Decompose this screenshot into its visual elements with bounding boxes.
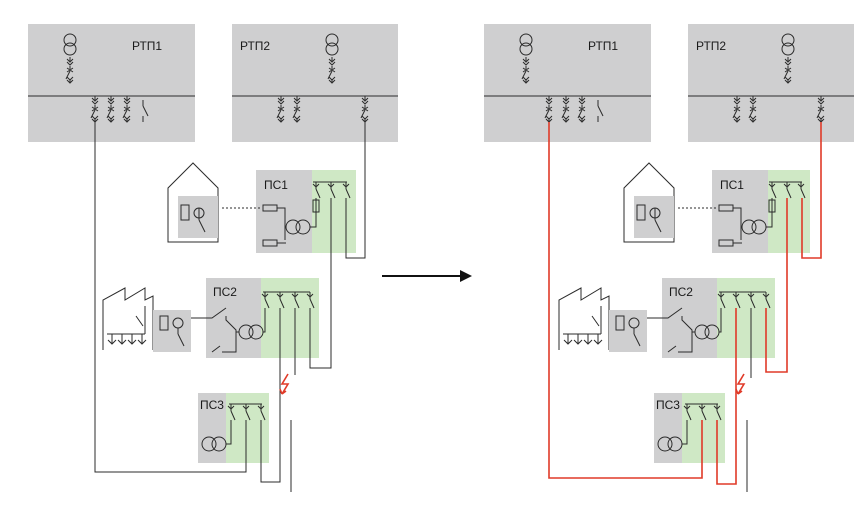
ps3-label: ПС3 <box>200 398 224 412</box>
ps1-label: ПС1 <box>720 178 744 192</box>
rtp1-panel <box>28 24 195 142</box>
ps2-label: ПС2 <box>213 285 237 299</box>
ps1-panel-gray <box>712 170 768 253</box>
rtp2-label: РТП2 <box>240 39 270 53</box>
ps3-panel-green <box>226 393 269 463</box>
ps3-panel-green <box>682 393 725 463</box>
after-diagram: РТП1 РТП2 ПС1 <box>484 24 854 492</box>
house-icon <box>167 162 219 243</box>
ps3-panel-gray <box>198 393 226 463</box>
fault-lightning-icon <box>735 373 745 395</box>
before-diagram: РТП1 РТП2 ПС1 <box>28 24 398 492</box>
ps3-panel-gray <box>654 393 682 463</box>
rtp2-panel <box>232 24 398 142</box>
ps1-panel-gray <box>256 170 312 253</box>
arrow-right-icon <box>382 270 472 282</box>
ps2-panel-gray <box>662 278 717 358</box>
ps1-substation: ПС1 <box>678 170 810 253</box>
rtp1-substation: РТП1 <box>28 24 195 142</box>
rtp2-substation: РТП2 <box>688 24 854 142</box>
ps3-substation: ПС3 <box>198 393 269 463</box>
rtp2-panel <box>688 24 854 142</box>
rtp2-substation: РТП2 <box>232 24 398 142</box>
ps2-label: ПС2 <box>669 285 693 299</box>
feeder-cables <box>94 122 366 492</box>
rtp1-label: РТП1 <box>132 39 162 53</box>
ps2-substation: ПС2 <box>191 278 319 358</box>
ps3-substation: ПС3 <box>654 393 725 463</box>
ps2-substation: ПС2 <box>647 278 775 358</box>
factory-icon <box>558 287 647 352</box>
rtp2-label: РТП2 <box>696 39 726 53</box>
ps2-panel-green <box>261 278 319 358</box>
fault-lightning-icon <box>279 373 289 395</box>
rtp1-substation: РТП1 <box>484 24 651 142</box>
rtp1-panel <box>484 24 651 142</box>
ps1-substation: ПС1 <box>222 170 356 253</box>
house-icon <box>623 162 675 243</box>
factory-icon <box>102 287 191 352</box>
ps2-panel-gray <box>206 278 261 358</box>
rtp1-label: РТП1 <box>588 39 618 53</box>
ps3-label: ПС3 <box>656 398 680 412</box>
feeder-cables-energized <box>548 122 822 492</box>
ps1-label: ПС1 <box>264 178 288 192</box>
